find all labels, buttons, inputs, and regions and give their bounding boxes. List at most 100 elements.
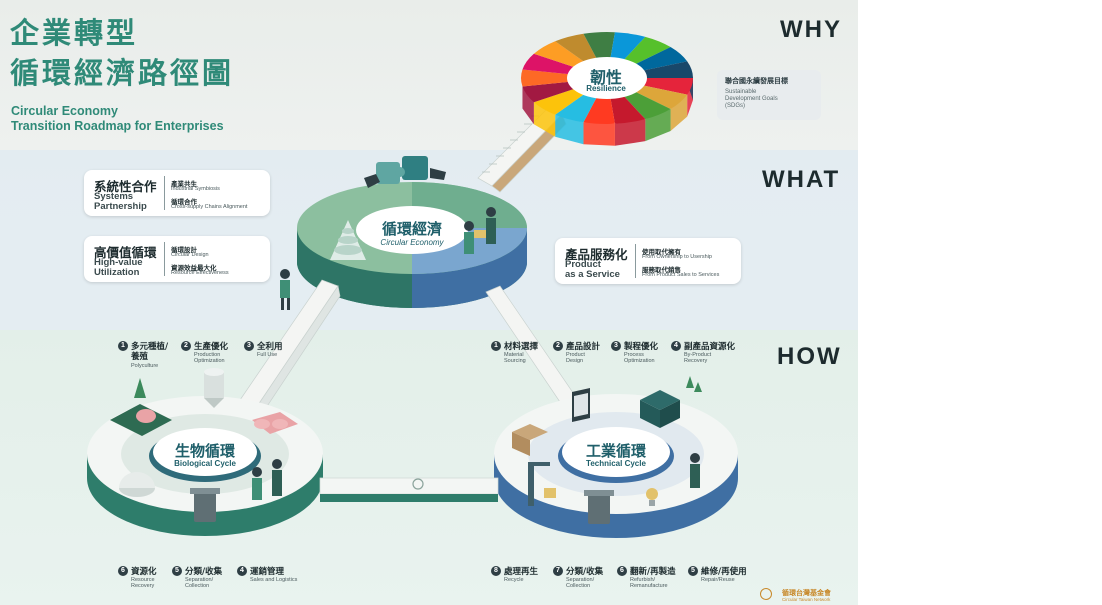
- step-number: 2: [181, 341, 191, 351]
- step-label-en2: Recovery: [131, 583, 155, 589]
- farm-plot: [110, 378, 172, 436]
- card-title-zh: 產品服務化: [565, 247, 628, 262]
- sub2-en: Cross-supply Chains Alignment: [171, 204, 248, 210]
- sdg-card: 聯合國永續發展目標 Sustainable Development Goals …: [717, 70, 821, 120]
- pigs-icon: [252, 412, 298, 434]
- card-title-zh: 高價值循環: [94, 245, 157, 260]
- sdg-segment-side: [522, 86, 534, 125]
- bio-cycle-label-en: Biological Cycle: [174, 459, 236, 468]
- sub2-zh: 服務取代銷售: [642, 266, 681, 274]
- card-divider: [635, 244, 636, 278]
- title-zh-line1: 企業轉型: [10, 16, 139, 50]
- roadmap-poster: 企業轉型 循環經濟路徑圖 Circular Economy Transition…: [0, 0, 858, 605]
- step-number: 2: [553, 341, 563, 351]
- section-why: WHY: [780, 16, 842, 43]
- sub2-en: From Product Sales to Services: [642, 272, 720, 278]
- step-number: 4: [237, 566, 247, 576]
- title-en-line1: Circular Economy: [11, 104, 118, 118]
- card-title-en2: Utilization: [94, 267, 140, 278]
- section-what: WHAT: [762, 166, 841, 193]
- org-logo-icon: [760, 588, 772, 600]
- sdg-segment-side: [533, 102, 556, 137]
- step-label-en1: Product: [566, 352, 585, 358]
- card-title-en1: Product: [565, 259, 601, 270]
- step-label-en2: Design: [566, 358, 584, 364]
- step-number: 6: [617, 566, 627, 576]
- step-label-en1: Process: [624, 352, 644, 358]
- step-label-en1: Sales and Logistics: [250, 577, 298, 583]
- sdg-en-1: Sustainable: [725, 89, 757, 95]
- card-divider: [164, 242, 165, 276]
- card-title-en2: as a Service: [565, 269, 620, 280]
- step-number: 1: [118, 341, 128, 351]
- step-label-en1: Repair/Reuse: [701, 577, 735, 583]
- card-title-en1: Systems: [94, 191, 134, 202]
- step-label-en1: Recycle: [504, 577, 524, 583]
- person-on-stairs: [280, 269, 290, 310]
- card-title-zh: 系統性合作: [94, 179, 157, 194]
- resilience-label-en: Resilience: [586, 84, 626, 93]
- circular-economy-label-en: Circular Economy: [380, 238, 444, 247]
- step-label-zh: 資源化: [131, 567, 157, 577]
- sub1-zh: 使用取代擁有: [642, 248, 681, 256]
- step-number: 6: [118, 566, 128, 576]
- step-label-zh: 處理再生: [504, 567, 539, 577]
- bin-bio: [190, 488, 220, 522]
- step-label-zh: 副產品資源化: [684, 342, 736, 352]
- step-number: 3: [244, 341, 254, 351]
- sub1-zh: 循環設計: [171, 246, 197, 254]
- biogas-dome: [119, 472, 155, 497]
- step-label-en1: Resource: [131, 577, 155, 583]
- people-handshake: [464, 207, 496, 254]
- sdg-segment-side: [614, 119, 646, 146]
- step-label-en2: Recovery: [684, 358, 708, 364]
- people-bio: [252, 459, 282, 500]
- bio-cycle-label-zh: 生物循環: [174, 442, 235, 460]
- worker-tech: [690, 453, 700, 488]
- sub2-en: Resource Effectiveness: [171, 270, 229, 276]
- step-label-zh: 製程優化: [624, 342, 659, 352]
- card-title-en2: Partnership: [94, 201, 147, 212]
- step-label-en2: Collection: [566, 583, 591, 589]
- step-label-en1: Refurbish/: [630, 577, 656, 583]
- step-label-zh: 翻新/再製造: [630, 567, 676, 577]
- resilience-label-zh: 韌性: [589, 68, 622, 87]
- step-label-zh: 分類/收集: [566, 567, 604, 577]
- step-label-en1: Separation/: [185, 577, 214, 583]
- connecting-bridge: [319, 477, 499, 502]
- sub2-zh: 資源效益最大化: [171, 264, 217, 272]
- step-label-zh: 生產優化: [194, 342, 229, 352]
- bin-tech: [584, 490, 614, 524]
- roadmap-illustration: [0, 32, 858, 538]
- title-zh-line2: 循環經濟路徑圖: [10, 56, 235, 90]
- card-high-value-utilization: 高價值循環 High-value Utilization 循環設計 Circul…: [84, 236, 270, 282]
- step-label-en1: Separation/: [566, 577, 595, 583]
- sdg-segment: [520, 69, 607, 87]
- sub1-en: From Ownership to Usership: [642, 254, 712, 260]
- step-label-en1: Material: [504, 352, 524, 358]
- step-label-zh: 材料選擇: [504, 342, 539, 352]
- step-label-en2: Sourcing: [504, 358, 526, 364]
- spiral-icon: [330, 220, 366, 260]
- step-label-zh: 分類/收集: [185, 567, 223, 577]
- step-number: 4: [671, 341, 681, 351]
- technical-platform: [494, 394, 738, 538]
- sdg-segment-side: [670, 94, 688, 131]
- step-label-zh-2: 養殖: [131, 352, 149, 362]
- sdg-ring: [520, 32, 693, 146]
- section-how: HOW: [777, 343, 842, 370]
- step-label-en2: Remanufacture: [630, 583, 668, 589]
- tech-cycle-label-en: Technical Cycle: [586, 459, 646, 468]
- title-en-line2: Transition Roadmap for Enterprises: [11, 119, 224, 133]
- step-label-en2: Collection: [185, 583, 210, 589]
- step-label-en: Polyculture: [131, 363, 159, 369]
- sdg-segment-side: [583, 122, 615, 146]
- factory-machine: [640, 376, 702, 428]
- step-label-en1: Full Use: [257, 352, 278, 358]
- step-label-en1: By-Product: [684, 352, 712, 358]
- tech-cycle-label-zh: 工業循環: [585, 442, 646, 460]
- sdg-segment-side: [555, 114, 584, 145]
- puzzle-pieces: [364, 156, 446, 188]
- step-number: 8: [491, 566, 501, 576]
- step-label-zh: 產品設計: [566, 342, 601, 352]
